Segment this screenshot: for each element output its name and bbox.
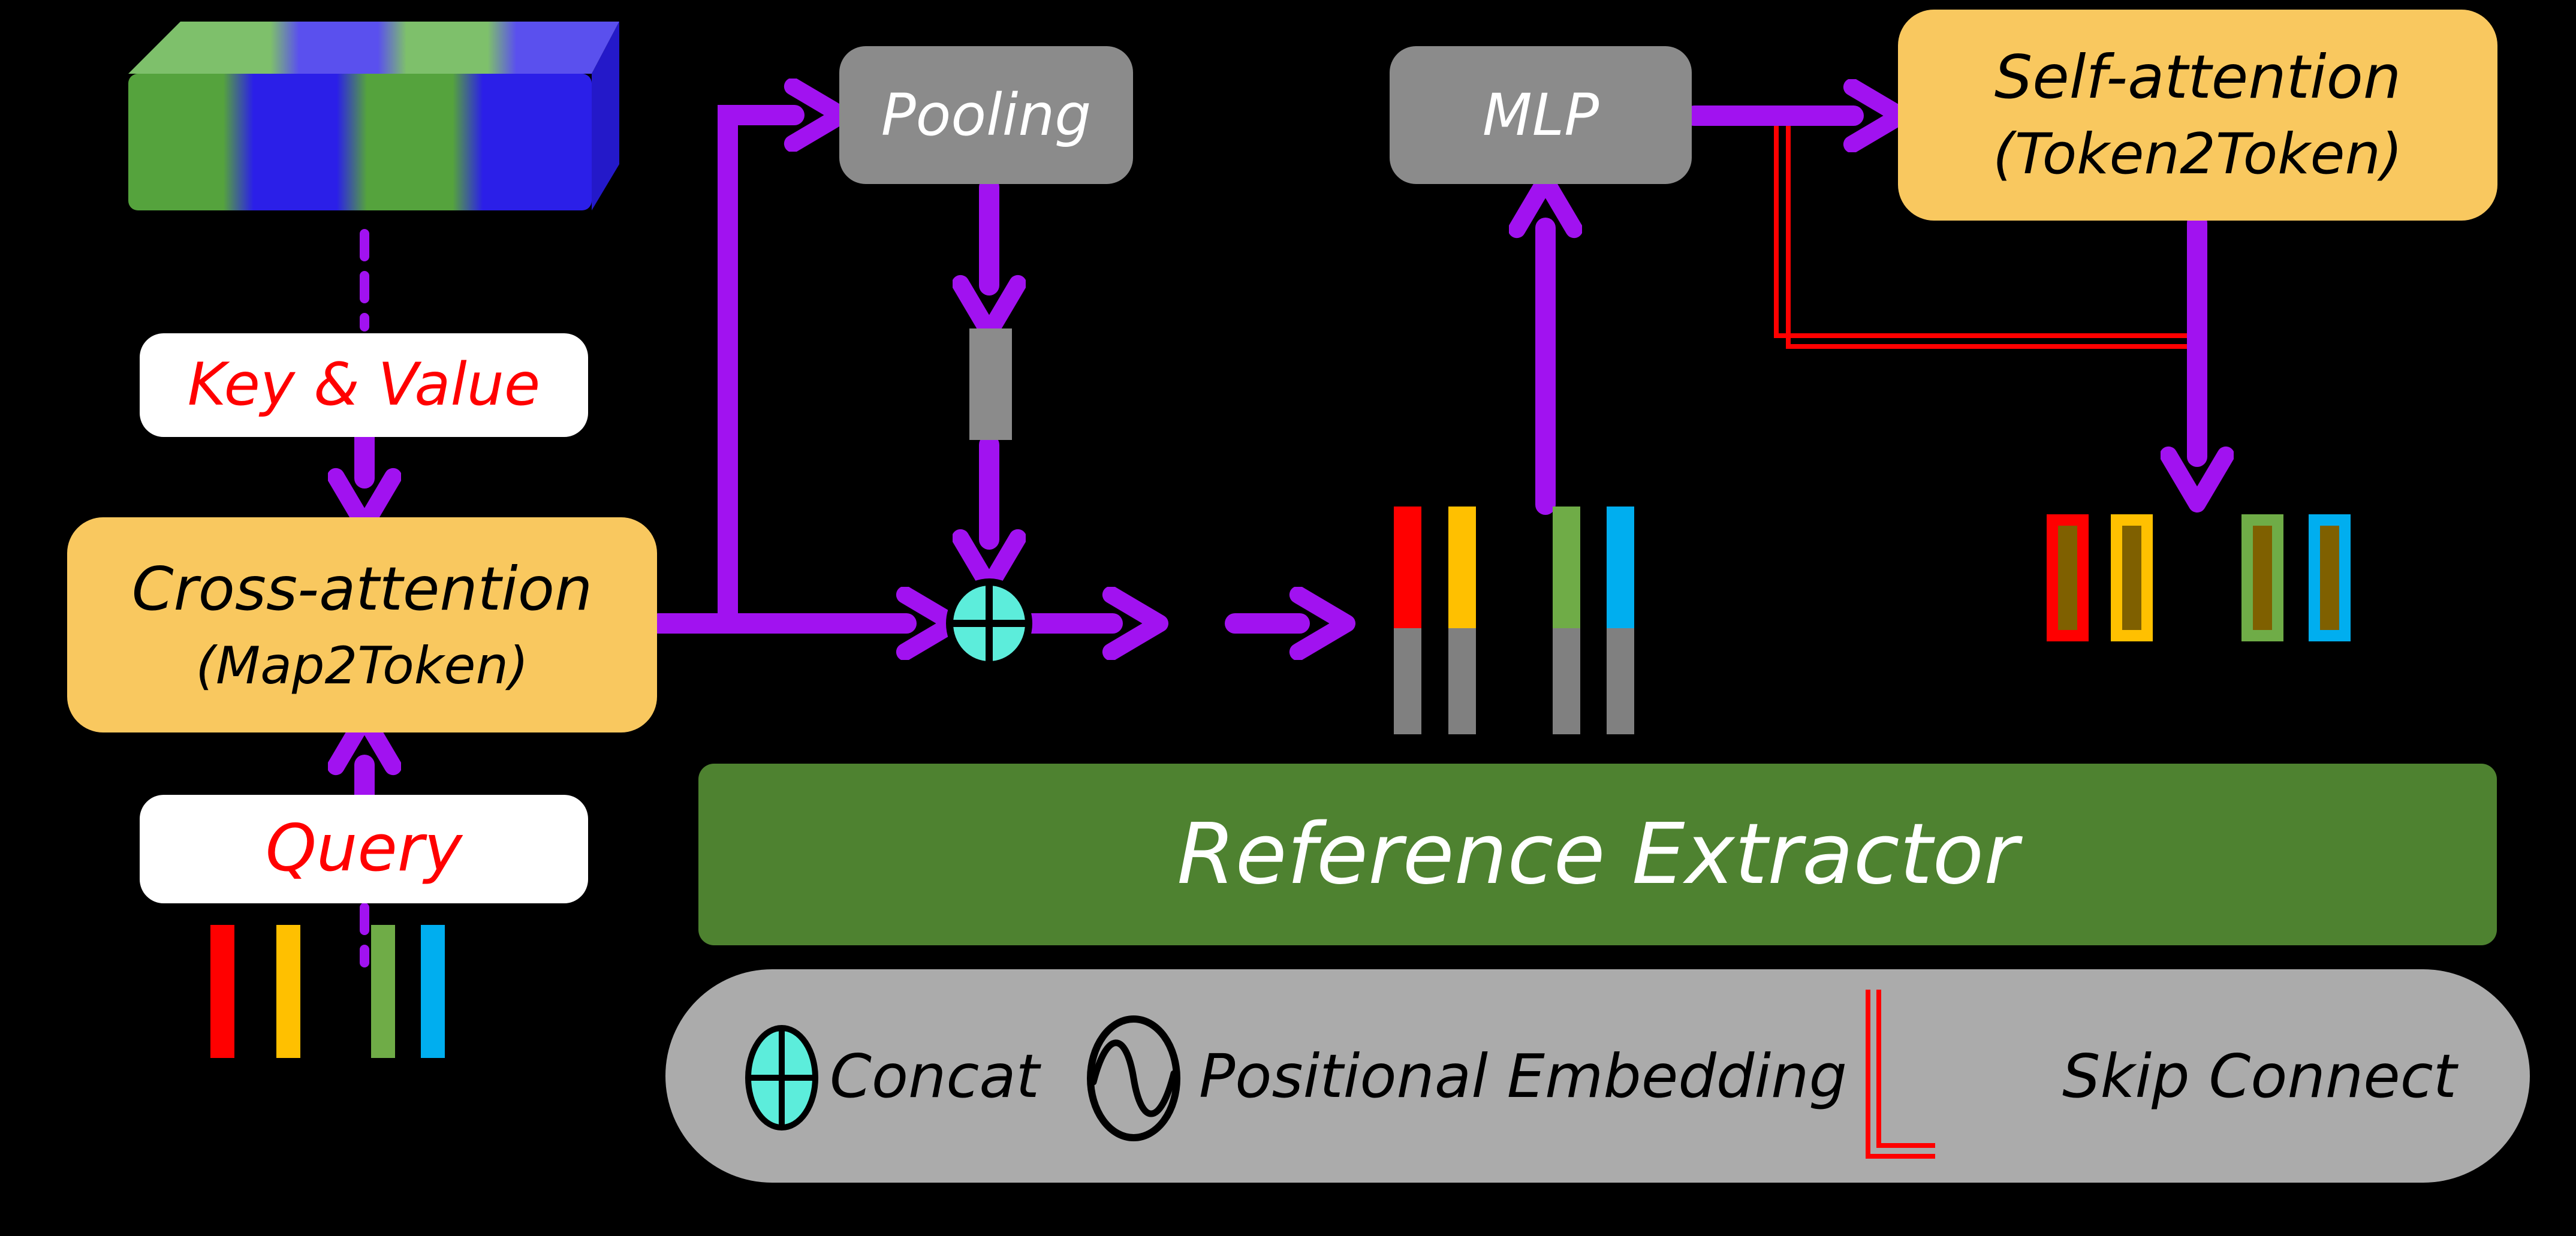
query-token-gold	[276, 925, 300, 1058]
feature-map-3d	[128, 22, 619, 210]
skip-connect-icon	[1866, 990, 1935, 1159]
reference-extractor-label: Reference Extractor	[1177, 806, 2018, 903]
legend-positional-label: Positional Embedding	[1199, 1041, 1847, 1111]
mlp-label: MLP	[1482, 81, 1599, 149]
reference-token-green	[1553, 507, 1580, 734]
query-token-green	[371, 925, 395, 1058]
mlp-box: MLP	[1390, 46, 1692, 184]
reference-extractor-banner: Reference Extractor	[698, 764, 2497, 945]
reference-token-blue-bottom	[1607, 628, 1634, 734]
key-value-box: Key & Value	[140, 333, 588, 437]
reference-token-gold-bottom	[1448, 628, 1476, 734]
output-token-blue	[2309, 514, 2351, 641]
reference-token-blue	[1607, 507, 1634, 734]
pooling-box: Pooling	[839, 46, 1133, 184]
reference-token-red-top	[1394, 507, 1421, 628]
query-token-blue	[421, 925, 445, 1058]
output-token-green	[2241, 514, 2283, 641]
reference-token-red	[1394, 507, 1421, 734]
legend-skip-label: Skip Connect	[2062, 1041, 2457, 1111]
query-box: Query	[140, 795, 588, 903]
cross-attention-label: Cross-attention	[131, 553, 593, 624]
cross-attention-sublabel: (Map2Token)	[195, 635, 529, 696]
reference-token-blue-top	[1607, 507, 1634, 628]
reference-token-gold	[1448, 507, 1476, 734]
skip-connect-line-inner	[1786, 125, 2192, 349]
output-token-red	[2047, 514, 2089, 641]
reference-token-red-bottom	[1394, 628, 1421, 734]
positional-embedding-icon	[1087, 1015, 1180, 1141]
output-token-gold	[2111, 514, 2153, 641]
concat-operator-icon	[946, 578, 1032, 668]
legend: Concat Positional Embedding Skip Connect	[665, 969, 2530, 1183]
reference-token-green-bottom	[1553, 628, 1580, 734]
concat-icon	[745, 1025, 818, 1131]
skip-connect-line-outer	[1774, 125, 2192, 338]
query-label: Query	[265, 811, 463, 887]
self-attention-label: Self-attention	[1994, 42, 2402, 113]
arrow-branch-to-pooling	[718, 115, 794, 634]
reference-token-green-top	[1553, 507, 1580, 628]
key-value-label: Key & Value	[187, 351, 541, 420]
pooling-label: Pooling	[881, 81, 1092, 149]
cross-attention-box: Cross-attention (Map2Token)	[67, 517, 657, 732]
self-attention-box: Self-attention (Token2Token)	[1898, 10, 2497, 221]
pooled-token	[969, 328, 1012, 440]
query-token-red	[210, 925, 234, 1058]
legend-concat-label: Concat	[830, 1041, 1040, 1111]
reference-token-gold-top	[1448, 507, 1476, 628]
self-attention-sublabel: (Token2Token)	[1993, 122, 2403, 188]
